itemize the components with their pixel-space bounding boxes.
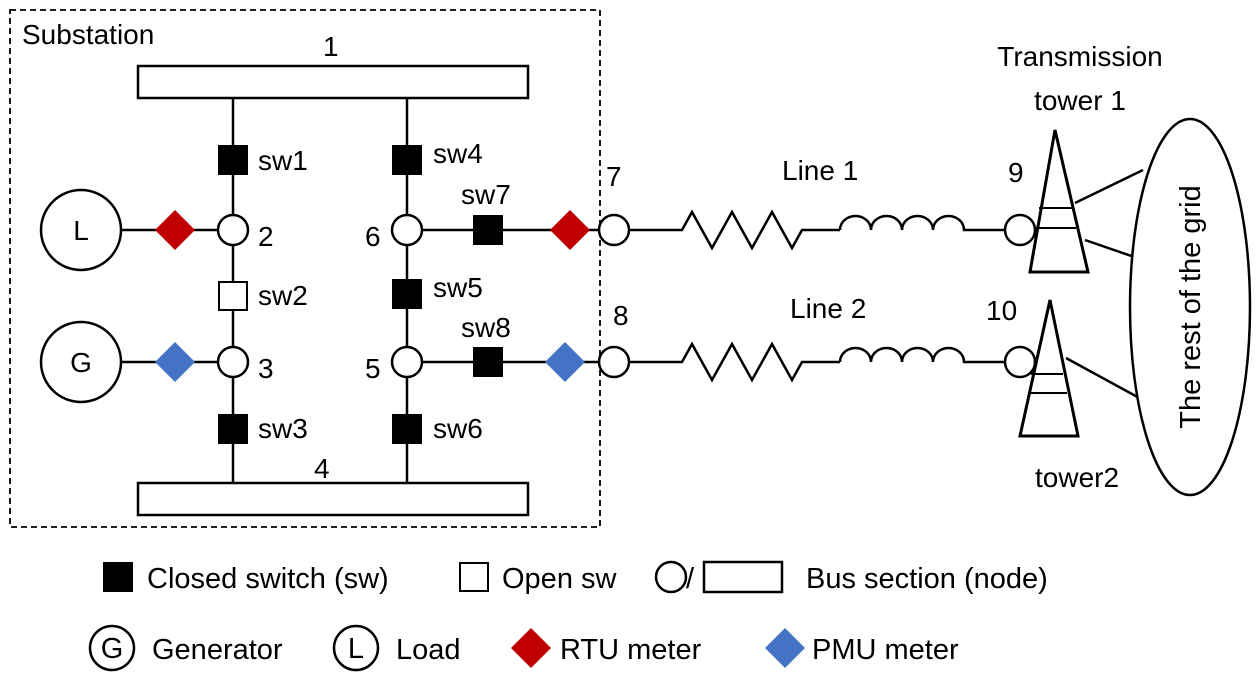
line-1-inductor — [838, 214, 1006, 232]
switch-sw3-label: sw3 — [258, 413, 308, 444]
legend-load-label: Load — [396, 634, 461, 666]
bus-1-label: 1 — [323, 31, 339, 62]
tower-1-frame — [1028, 129, 1090, 274]
line-2-resistor — [630, 341, 840, 383]
tower-1-label-line1: Transmission — [997, 41, 1162, 72]
legend-load-icon — [332, 624, 380, 672]
node-9 — [1003, 213, 1037, 247]
legend-open-switch-icon — [459, 562, 489, 592]
legend-generator-icon — [88, 624, 136, 672]
node-3-label: 3 — [258, 353, 274, 384]
switch-sw4-label: sw4 — [433, 138, 483, 169]
line-1-label: Line 1 — [782, 155, 858, 186]
switch-sw4 — [392, 145, 422, 175]
node-2-label: 2 — [258, 221, 274, 252]
node-8 — [597, 345, 631, 379]
legend-generator-label: Generator — [152, 634, 283, 666]
node-7-label: 7 — [606, 161, 622, 192]
substation-label: Substation — [22, 19, 154, 50]
node-8-label: 8 — [613, 300, 629, 331]
legend-pmu-icon — [765, 628, 805, 668]
switch-sw1-label: sw1 — [258, 145, 308, 176]
rtu-meter-line1 — [550, 210, 590, 250]
substation-boundary — [9, 9, 601, 528]
rtu-meter-load — [155, 210, 195, 250]
node-2 — [216, 213, 250, 247]
grid-link-tower2 — [1065, 356, 1144, 402]
grid-link-tower1-a — [1074, 168, 1144, 205]
transmission-tower-2 — [1018, 299, 1080, 438]
node-3 — [216, 345, 250, 379]
node-5 — [390, 345, 424, 379]
legend-node-circle-icon — [654, 560, 688, 594]
legend-rtu-label: RTU meter — [560, 634, 702, 666]
switch-sw2-label: sw2 — [258, 280, 308, 311]
switch-sw8 — [473, 347, 503, 377]
legend-bus-slash: / — [686, 563, 695, 595]
switch-sw5 — [392, 279, 422, 309]
switch-sw6 — [392, 414, 422, 444]
legend-open-switch-label: Open sw — [502, 563, 617, 595]
legend-closed-switch-label: Closed switch (sw) — [147, 563, 389, 595]
line-2-inductor — [838, 346, 1006, 364]
switch-sw7-label: sw7 — [461, 179, 511, 210]
bus-1 — [136, 64, 530, 100]
switch-sw6-label: sw6 — [433, 413, 483, 444]
rest-of-grid-ellipse — [1128, 117, 1252, 497]
rest-of-grid-label: The rest of the grid — [1175, 185, 1207, 428]
switch-sw3 — [218, 414, 248, 444]
generator-symbol-letter: G — [70, 347, 92, 378]
legend-bus-rect-icon — [702, 560, 784, 594]
node-9-label: 9 — [1008, 157, 1024, 188]
node-6 — [390, 213, 424, 247]
node-10-label: 10 — [986, 295, 1017, 326]
line-1-resistor — [630, 209, 840, 251]
pmu-meter-generator — [155, 342, 195, 382]
line-2-label: Line 2 — [790, 293, 866, 324]
legend-generator-symbol: G — [101, 633, 124, 665]
bus-4 — [136, 481, 530, 517]
generator-symbol — [39, 320, 123, 404]
transmission-tower-1 — [1028, 129, 1090, 274]
tower-2-label: tower2 — [1035, 462, 1119, 493]
legend-bus-section-label: Bus section (node) — [806, 563, 1048, 595]
tower-2-frame — [1018, 299, 1080, 438]
node-10 — [1003, 345, 1037, 379]
legend-load-symbol: L — [348, 633, 364, 665]
load-symbol — [39, 188, 123, 272]
node-6-label: 6 — [365, 221, 381, 252]
node-5-label: 5 — [365, 353, 381, 384]
tower-1-label-line2: tower 1 — [1034, 85, 1126, 116]
switch-sw5-label: sw5 — [433, 272, 483, 303]
legend-pmu-label: PMU meter — [812, 634, 959, 666]
switch-sw2 — [218, 281, 248, 311]
pmu-meter-line2 — [545, 342, 585, 382]
switch-sw1 — [218, 145, 248, 175]
node-7 — [597, 213, 631, 247]
legend-rtu-icon — [511, 628, 551, 668]
switch-sw8-label: sw8 — [461, 312, 511, 343]
bus-4-label: 4 — [314, 453, 330, 484]
switch-sw7 — [473, 215, 503, 245]
legend-closed-switch-icon — [103, 562, 133, 592]
load-symbol-letter: L — [73, 215, 89, 246]
